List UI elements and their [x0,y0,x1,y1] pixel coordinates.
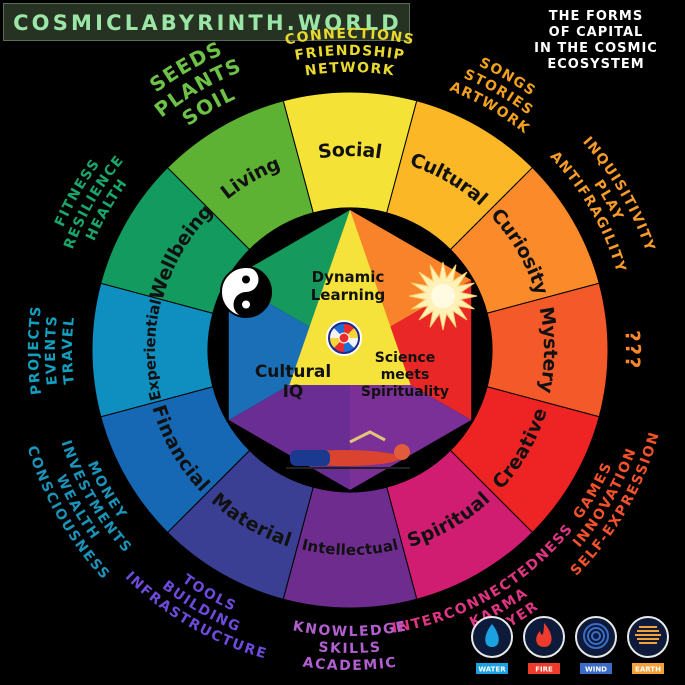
center-emblem-icon [326,320,362,356]
outer-label-intellectual-2: ACADEMIC [302,655,398,674]
outer-label-experiential-1: EVENTS [43,314,61,386]
brand-banner: COSMICLABYRINTH.WORLD [3,3,410,41]
water-drop-icon [485,624,499,647]
starburst-sun-icon [408,261,478,331]
hex-triangle-yellow [289,210,411,385]
title-line: THE FORMS [548,9,644,24]
element-tag [528,663,560,674]
element-tag-label: WATER [478,666,506,674]
brand-title: COSMICLABYRINTH.WORLD [13,11,402,35]
earth-lines-icon [635,626,661,644]
element-tag [580,663,612,674]
element-water: WATER [471,616,513,674]
title-line: IN THE COSMIC [534,41,658,56]
element-tag [476,663,508,674]
outer-label-intellectual-0: KNOWLEDGE [292,618,409,640]
element-tag-label: EARTH [635,666,661,674]
ring-label-social: Social [317,138,384,162]
center-label-science-spirituality-line: meets [381,367,430,383]
center-label-cultural-iq-line: IQ [283,382,304,402]
outer-label-experiential-0: PROJECTS [26,304,45,395]
diagram-title: THE FORMS OF CAPITAL IN THE COSMIC ECOSY… [521,9,671,73]
outer-label-social-2: NETWORK [304,60,396,80]
center-label-dynamic-learning-line: Learning [311,286,386,304]
outer-label-mystery-0: ??? [621,330,646,371]
element-earth: EARTH [627,616,669,674]
hex-triangle-blue [228,280,350,420]
flame-icon [536,623,552,647]
center-label-dynamic-learning-line: Dynamic [312,268,385,286]
center-label-cultural-iq-line: Cultural [255,362,331,382]
outer-label-social-1: FRIENDSHIP [294,43,407,64]
outer-label-experiential-2: TRAVEL [60,315,78,385]
yin-yang-icon [220,266,272,318]
reclining-figure-illustration [286,430,410,469]
element-tag-label: WIND [585,666,607,674]
spiral-wind-icon [583,623,609,649]
element-wind: WIND [575,616,617,674]
ring-label-intellectual: Intellectual [300,535,399,559]
outer-label-social-0: CONNECTIONS [284,26,417,49]
element-tag-label: FIRE [535,666,553,674]
outer-label-intellectual-1: SKILLS [318,639,382,657]
title-line: ECOSYSTEM [547,57,645,72]
center-label-science-spirituality-line: Science [375,350,435,366]
element-tag [632,663,664,674]
title-line: OF CAPITAL [548,25,644,40]
center-label-science-spirituality-line: Spirituality [361,384,449,400]
element-fire: FIRE [523,616,565,674]
